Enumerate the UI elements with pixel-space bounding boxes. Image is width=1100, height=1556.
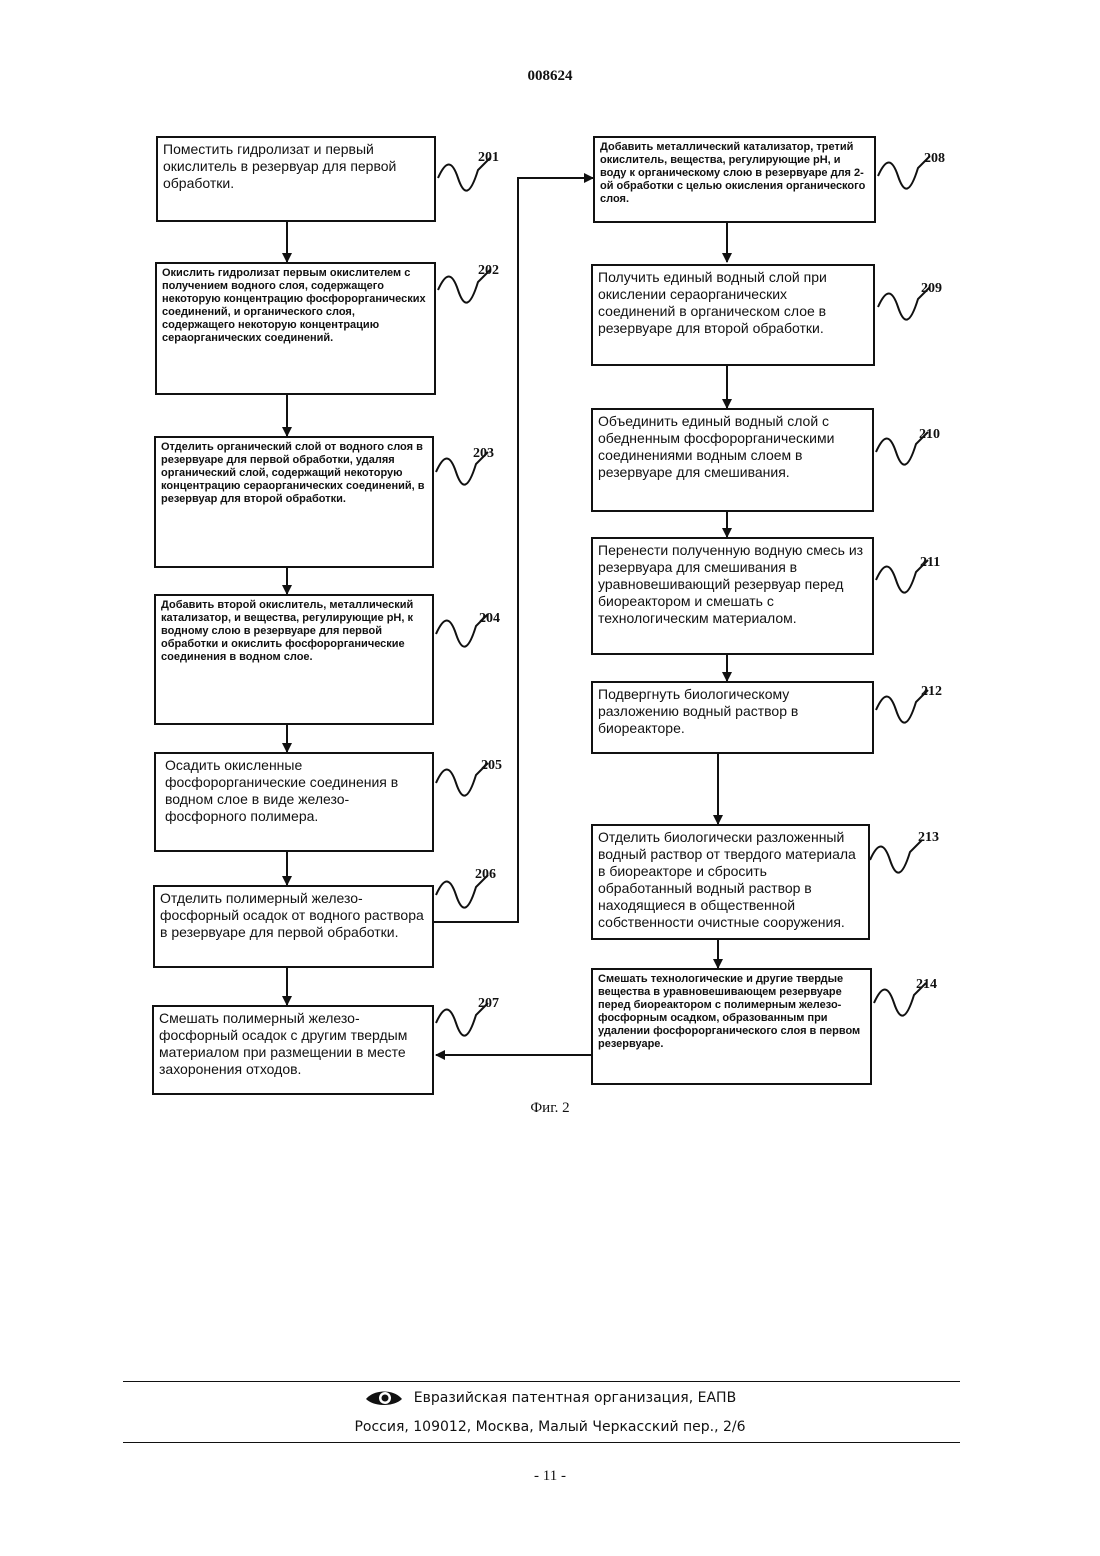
step-number-201: 201 [478,150,499,166]
flow-step-209: Получить единый водный слой при окислени… [591,264,875,366]
step-number-209: 209 [921,281,942,297]
footer-bottom-rule [123,1442,960,1443]
footer-address: Россия, 109012, Москва, Малый Черкасский… [0,1419,1100,1435]
step-number-212: 212 [921,684,942,700]
flow-step-213: Отделить биологически разложенный водный… [591,824,870,940]
footer-organization: Евразийская патентная организация, ЕАПВ [0,1387,1100,1409]
step-number-206: 206 [475,867,496,883]
flow-step-203: Отделить органический слой от водного сл… [154,436,434,568]
step-number-208: 208 [924,151,945,167]
flow-step-205: Осадить окисленные фосфорорганические со… [154,752,434,852]
step-number-204: 204 [479,611,500,627]
step-number-211: 211 [920,555,940,571]
step-number-205: 205 [481,758,502,774]
flow-step-211: Перенести полученную водную смесь из рез… [591,537,874,655]
step-number-202: 202 [478,263,499,279]
flow-step-212: Подвергнуть биологическому разложению во… [591,681,874,754]
step-number-210: 210 [919,427,940,443]
flow-step-208: Добавить металлический катализатор, трет… [593,136,876,223]
step-number-203: 203 [473,446,494,462]
flow-step-210: Объединить единый водный слой с обедненн… [591,408,874,512]
footer-top-rule [123,1381,960,1382]
page-number: - 11 - [0,1468,1100,1485]
step-number-214: 214 [916,977,937,993]
figure-caption: Фиг. 2 [0,1100,1100,1117]
flow-step-201: Поместить гидролизат и первый окислитель… [156,136,436,222]
flow-step-214: Смешать технологические и другие твердые… [591,968,872,1085]
organization-name: Евразийская патентная организация, ЕАПВ [414,1390,736,1406]
step-number-213: 213 [918,830,939,846]
flow-step-206: Отделить полимерный железо-фосфорный оса… [153,885,434,968]
flow-step-204: Добавить второй окислитель, металлически… [154,594,434,725]
step-number-207: 207 [478,996,499,1012]
eye-icon [364,1387,404,1409]
flow-step-202: Окислить гидролизат первым окислителем с… [155,262,436,395]
flow-step-207: Смешать полимерный железо-фосфорный осад… [152,1005,434,1095]
